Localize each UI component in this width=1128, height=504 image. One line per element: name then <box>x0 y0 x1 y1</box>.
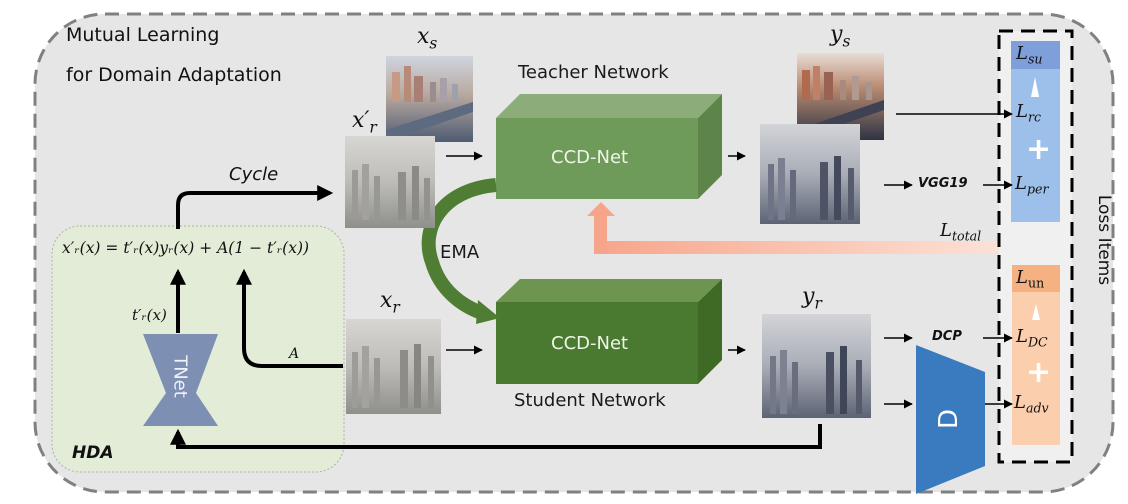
tnet-output-label: t′ᵣ(x) <box>132 306 167 324</box>
tnet-shape <box>143 334 218 426</box>
image-y-r <box>762 314 871 418</box>
ema-label: EMA <box>440 242 480 263</box>
diagram-title-line2: for Domain Adaptation <box>66 64 282 86</box>
unsupervised-plus-icon: + <box>1026 355 1052 390</box>
a-label: A <box>289 346 300 362</box>
ema-arrowhead <box>476 300 500 324</box>
loss-rc-label: Lrc <box>1016 101 1042 125</box>
loss-items-panel-title: Loss Items <box>1094 194 1114 286</box>
label-y-r: yr <box>802 284 822 313</box>
image-x-r-prime <box>345 136 435 228</box>
discriminator-shape <box>916 345 985 494</box>
student-ccd-net-label: CCD-Net <box>551 333 629 354</box>
supervised-plus-icon: + <box>1026 132 1052 167</box>
discriminator-label: D <box>934 408 964 430</box>
hda-equation: x′ᵣ(x) = t′ᵣ(x)yᵣ(x) + A(1 − t′ᵣ(x)) <box>62 239 310 257</box>
dcp-label: DCP <box>932 329 962 344</box>
ltotal-feedback-riser <box>594 214 607 254</box>
loss-dc-label: LDC <box>1016 326 1048 350</box>
student-ccd-net-box <box>496 279 722 384</box>
student-network-title: Student Network <box>514 390 666 411</box>
label-x-s: xs <box>417 24 438 53</box>
cycle-arrow <box>176 185 334 229</box>
image-x-s <box>386 56 473 142</box>
teacher-network-title: Teacher Network <box>518 62 669 83</box>
teacher-ccd-net-label: CCD-Net <box>551 147 629 168</box>
loss-adv-label: Ladv <box>1014 392 1049 416</box>
diagram-title-line1: Mutual Learning <box>66 24 220 46</box>
ltotal-feedback-bar <box>594 241 1018 254</box>
unsupervised-loss-header <box>1012 265 1060 292</box>
unsupervised-up-triangle <box>1032 304 1040 320</box>
vgg19-label: VGG19 <box>918 176 968 191</box>
image-x-r <box>346 319 441 414</box>
teacher-ccd-net-box <box>496 94 722 199</box>
image-teacher-output <box>760 124 860 224</box>
supervised-loss-header <box>1011 41 1060 69</box>
label-y-s: ys <box>830 22 851 51</box>
ema-arrow <box>421 178 497 320</box>
yr-to-tnet-arrow <box>170 424 822 449</box>
unsupervised-loss-column <box>1012 265 1060 445</box>
loss-su-label: Lsu <box>1016 43 1043 67</box>
label-x-r: xr <box>380 288 400 317</box>
loss-total-label: Ltotal <box>940 220 982 244</box>
loss-per-label: Lper <box>1015 173 1049 197</box>
ltotal-feedback-arrowhead <box>587 202 615 216</box>
tnet-label: TNet <box>169 355 191 398</box>
hda-label: HDA <box>72 443 114 463</box>
loss-un-label: Lun <box>1016 267 1045 291</box>
cycle-label: Cycle <box>229 164 279 185</box>
a-arrow <box>236 268 343 368</box>
supervised-loss-column <box>1011 41 1060 222</box>
supervised-up-triangle <box>1031 77 1039 97</box>
label-x-r-prime: x′r <box>352 108 377 137</box>
